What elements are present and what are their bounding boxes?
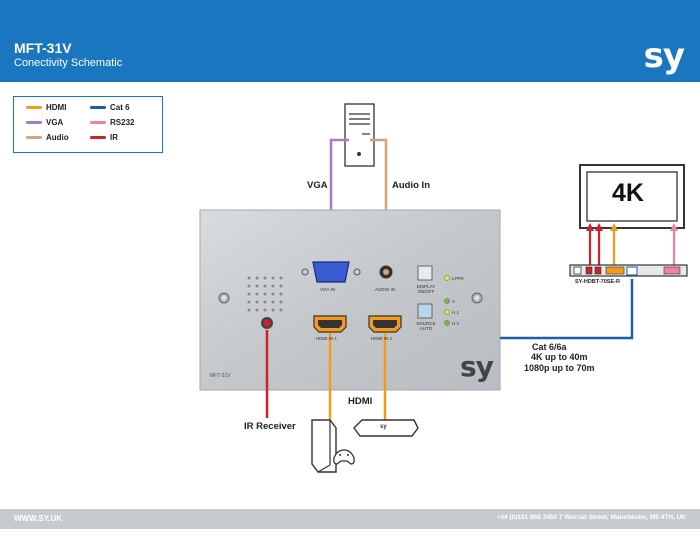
wall-plate xyxy=(199,209,501,391)
audio-in-label: Audio In xyxy=(392,180,430,191)
vga-label: VGA xyxy=(307,180,328,191)
pc-tower-icon xyxy=(344,103,375,167)
led-h2-label: H 2 xyxy=(452,321,460,326)
panel-logo: sy xyxy=(460,350,494,383)
legend: HDMI Cat 6 VGA RS232 Audio IR xyxy=(13,96,163,153)
led-h1-label: H 1 xyxy=(452,310,460,315)
ir-receiver-label: IR Receiver xyxy=(244,421,296,432)
led-lppr-label: LPPR xyxy=(452,276,464,281)
media-player-icon xyxy=(353,419,419,437)
hdbt-receiver-icon xyxy=(569,264,688,277)
vga-port-icon xyxy=(301,261,361,283)
cat-spec-line1: Cat 6/6a xyxy=(532,342,567,352)
sy-logo: sy xyxy=(643,36,685,76)
display-button-label: DISPLAY ON/OFF xyxy=(416,284,436,294)
game-console-icon xyxy=(311,419,355,473)
ir-receiver-icon xyxy=(261,317,273,329)
receiver-label: SY-HDBT-70SE-R xyxy=(575,279,620,285)
footer-bar: WWW.SY.UK +44 (0)161 868 3450 7 Worrall … xyxy=(0,509,700,529)
display-icon xyxy=(579,164,685,229)
hdmi2-port-label: HDMI IN 2 xyxy=(371,336,393,341)
legend-item-rs232: RS232 xyxy=(90,118,134,127)
led-v-label: V xyxy=(452,299,456,304)
legend-item-vga: VGA xyxy=(26,118,63,127)
hdmi-label: HDMI xyxy=(348,396,373,407)
audio-jack-icon xyxy=(379,265,393,279)
hdmi1-port-label: HDMI IN 1 xyxy=(316,336,338,341)
media-player-logo: sy xyxy=(380,424,387,430)
legend-item-audio: Audio xyxy=(26,133,69,142)
legend-item-ir: IR xyxy=(90,133,118,142)
page-title: MFT-31V xyxy=(14,40,72,56)
vga-port-label: VGA IN xyxy=(320,287,336,292)
footer-website[interactable]: WWW.SY.UK xyxy=(14,514,62,523)
panel-model-label: MFT-31V xyxy=(210,373,231,379)
page-subtitle: Conectivity Schematic xyxy=(14,57,123,69)
source-button-icon xyxy=(417,303,433,319)
header-bar: MFT-31V Conectivity Schematic sy xyxy=(0,0,700,82)
display-4k-label: 4K xyxy=(612,179,644,207)
cat-spec-line2: 4K up to 40m xyxy=(531,352,588,362)
display-button-icon xyxy=(417,265,433,281)
source-button-label: SOURCE AUTO xyxy=(416,321,436,331)
audio-port-label: AUDIO IN xyxy=(375,287,396,292)
legend-item-hdmi: HDMI xyxy=(26,103,66,112)
cat6-cable xyxy=(500,279,634,340)
cat-spec-line3: 1080p up to 70m xyxy=(524,363,595,373)
footer-contact: +44 (0)161 868 3450 7 Worrall Street, Ma… xyxy=(496,514,686,521)
legend-item-cat6: Cat 6 xyxy=(90,103,130,112)
